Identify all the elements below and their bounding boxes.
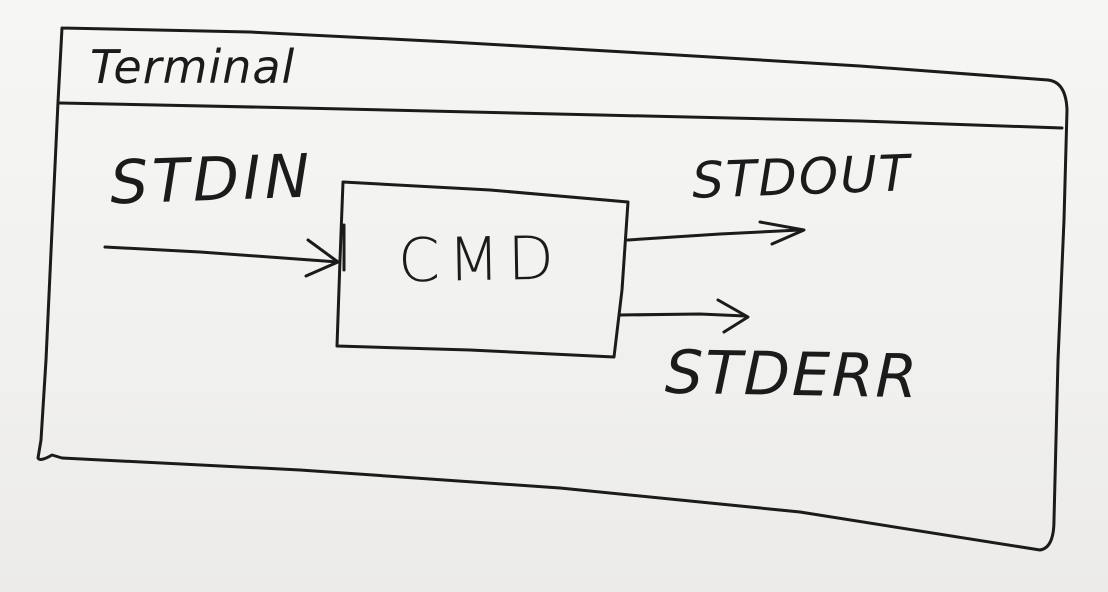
terminal-frame (36, 26, 1069, 552)
terminal-title-divider (58, 101, 1064, 130)
stderr-arrow (618, 312, 747, 318)
stderr-arrowhead (716, 298, 750, 334)
cmd-label: CMD (397, 223, 563, 297)
stdin-label: STDIN (108, 141, 315, 219)
stdout-arrow (626, 228, 802, 242)
stderr-label: STDERR (664, 337, 920, 413)
cmd-box (335, 180, 630, 359)
stdout-arrowhead (758, 220, 806, 246)
stdin-arrowhead (304, 238, 340, 278)
terminal-title: Terminal (90, 40, 296, 94)
stdin-arrow (103, 245, 340, 264)
stdout-label: STDOUT (691, 144, 913, 210)
